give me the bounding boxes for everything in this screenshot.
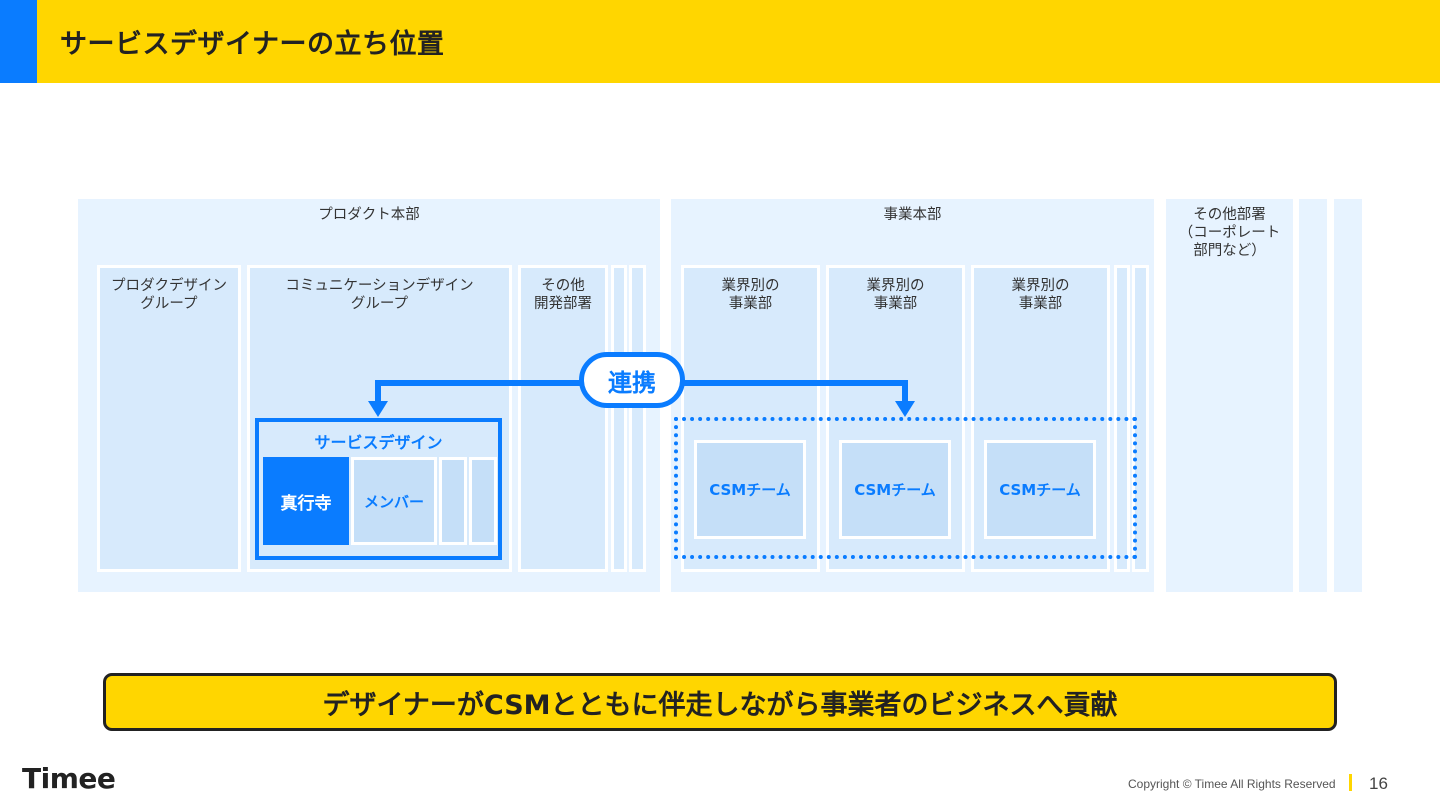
- timee-logo: Timee: [22, 762, 116, 795]
- other-depts-label: その他部署 （コーポレート 部門など）: [1178, 207, 1281, 259]
- csm-team: CSMチーム: [694, 440, 806, 539]
- other-dev-dept: その他 開発部署: [518, 265, 608, 572]
- extra-dept-column: [1299, 199, 1327, 592]
- other-depts: その他部署 （コーポレート 部門など）: [1166, 199, 1293, 592]
- csm-team: CSMチーム: [839, 440, 951, 539]
- csm-area: [674, 417, 1137, 559]
- collaboration-badge: 連携: [579, 352, 685, 408]
- product-division-label: プロダクト本部: [318, 207, 420, 223]
- product-extra-column: [629, 265, 646, 572]
- service-design-team: サービスデザイン 真行寺 メンバー: [255, 418, 502, 560]
- member-slot: [469, 457, 497, 545]
- header-bar: サービスデザイナーの立ち位置: [0, 0, 1440, 83]
- page-number: 16: [1369, 774, 1388, 793]
- member-slot: [439, 457, 467, 545]
- footer-separator: [1349, 774, 1352, 791]
- designer-person: 真行寺: [263, 457, 349, 545]
- header-accent: [0, 0, 37, 83]
- industry-dept-label: 業界別の 事業部: [866, 278, 925, 312]
- product-extra-column: [611, 265, 627, 572]
- key-message-banner: デザイナーがCSMとともに伴走しながら事業者のビジネスへ貢献: [103, 673, 1337, 731]
- page-title: サービスデザイナーの立ち位置: [60, 29, 445, 60]
- business-division-label: 事業本部: [883, 207, 942, 223]
- service-design-title: サービスデザイン: [314, 433, 443, 452]
- csm-team: CSMチーム: [984, 440, 1096, 539]
- copyright-text: Copyright © Timee All Rights Reserved: [1128, 777, 1336, 791]
- industry-dept-label: 業界別の 事業部: [721, 278, 780, 312]
- members-cell: メンバー: [351, 457, 437, 545]
- extra-dept-column: [1334, 199, 1362, 592]
- product-design-group-label: プロダクデザイン グループ: [111, 278, 227, 312]
- industry-dept-label: 業界別の 事業部: [1011, 278, 1070, 312]
- product-design-group: プロダクデザイン グループ: [97, 265, 241, 572]
- communication-design-group-label: コミュニケーションデザイン グループ: [285, 278, 474, 312]
- other-dev-dept-label: その他 開発部署: [534, 278, 592, 312]
